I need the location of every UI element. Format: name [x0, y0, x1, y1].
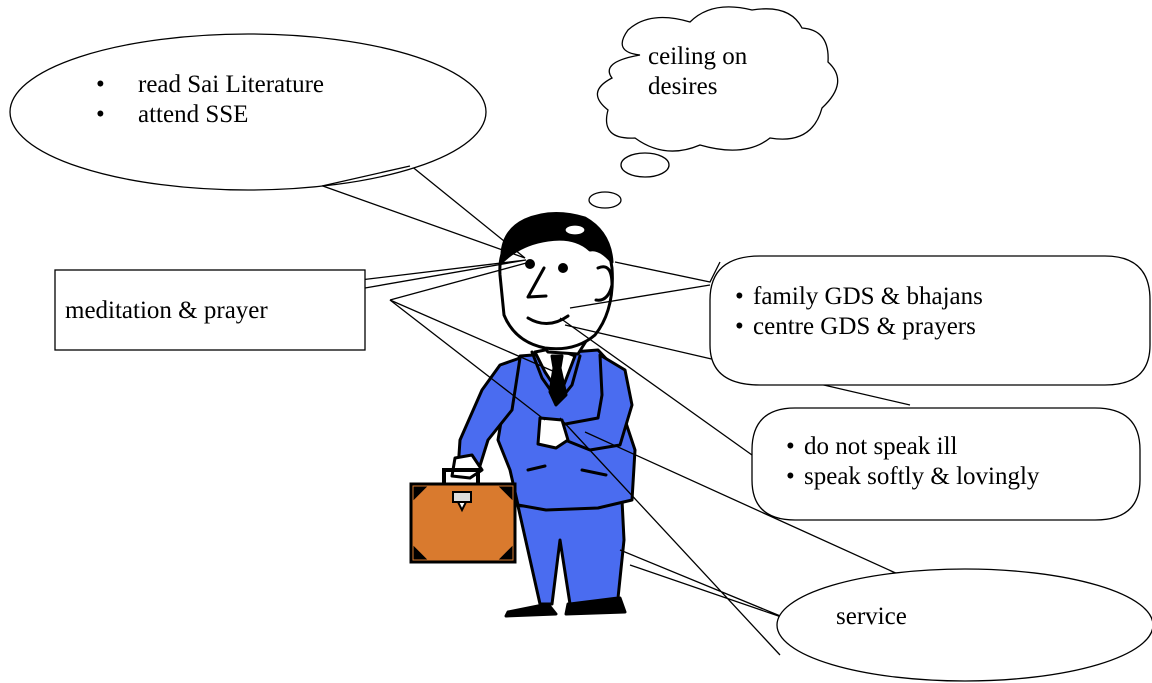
meditation-pointer-4 — [389, 299, 556, 373]
thought-line-2: desires — [648, 73, 718, 100]
meditation-box — [54, 269, 366, 351]
speech-list: do not speak ill speak softly & lovingly — [786, 432, 1039, 492]
hair — [500, 212, 614, 264]
briefcase-handle — [442, 468, 480, 486]
thought-bubble-large — [620, 152, 670, 178]
thought-cloud-shape — [596, 6, 839, 152]
reading-tail-join — [321, 165, 411, 187]
right-arm — [558, 353, 634, 452]
nose — [526, 266, 548, 299]
meditation-pointer-2 — [389, 261, 531, 301]
right-eye-icon — [558, 263, 568, 273]
callout-pointers — [319, 164, 911, 656]
right-hand — [536, 416, 570, 450]
list-item: do not speak ill — [786, 432, 1039, 462]
tail-overlays — [321, 165, 411, 187]
left-shoe-icon — [504, 602, 558, 618]
service-label: service — [836, 603, 907, 630]
left-eye-icon — [525, 259, 535, 269]
meditation-pointer-3 — [389, 299, 546, 421]
thought-text: ceiling on desires — [648, 42, 747, 102]
list-item: attend SSE — [86, 100, 324, 130]
thought-bubble-medium — [588, 191, 622, 209]
lapel-left — [530, 350, 558, 400]
reading-bubble-tail — [319, 164, 526, 259]
lapel-right — [558, 354, 582, 402]
thought-cloud — [564, 6, 839, 236]
meditation-pointer-1 — [359, 259, 527, 289]
mouth — [526, 314, 570, 325]
pocket-line — [526, 464, 608, 477]
trousers — [516, 498, 626, 606]
list-item: family GDS & bhajans — [735, 282, 983, 312]
list-item: read Sai Literature — [86, 70, 324, 100]
service-bubble — [776, 568, 1152, 682]
briefcase-icon — [409, 468, 517, 564]
group-study-list: family GDS & bhajans centre GDS & prayer… — [735, 282, 983, 342]
reading-bubble-list: read Sai Literature attend SSE — [86, 70, 324, 130]
briefcase-corners — [413, 486, 513, 560]
businessman-figure — [450, 212, 637, 618]
list-item: centre GDS & prayers — [735, 312, 983, 342]
group-study-tail — [569, 261, 721, 309]
list-item: speak softly & lovingly — [786, 462, 1039, 492]
meditation-label: meditation & prayer — [65, 297, 268, 324]
briefcase-clasp — [452, 491, 472, 503]
briefcase-lock — [456, 501, 468, 513]
ear — [594, 265, 614, 302]
thought-line-1: ceiling on — [648, 43, 748, 70]
thought-bubble-small — [564, 224, 586, 236]
